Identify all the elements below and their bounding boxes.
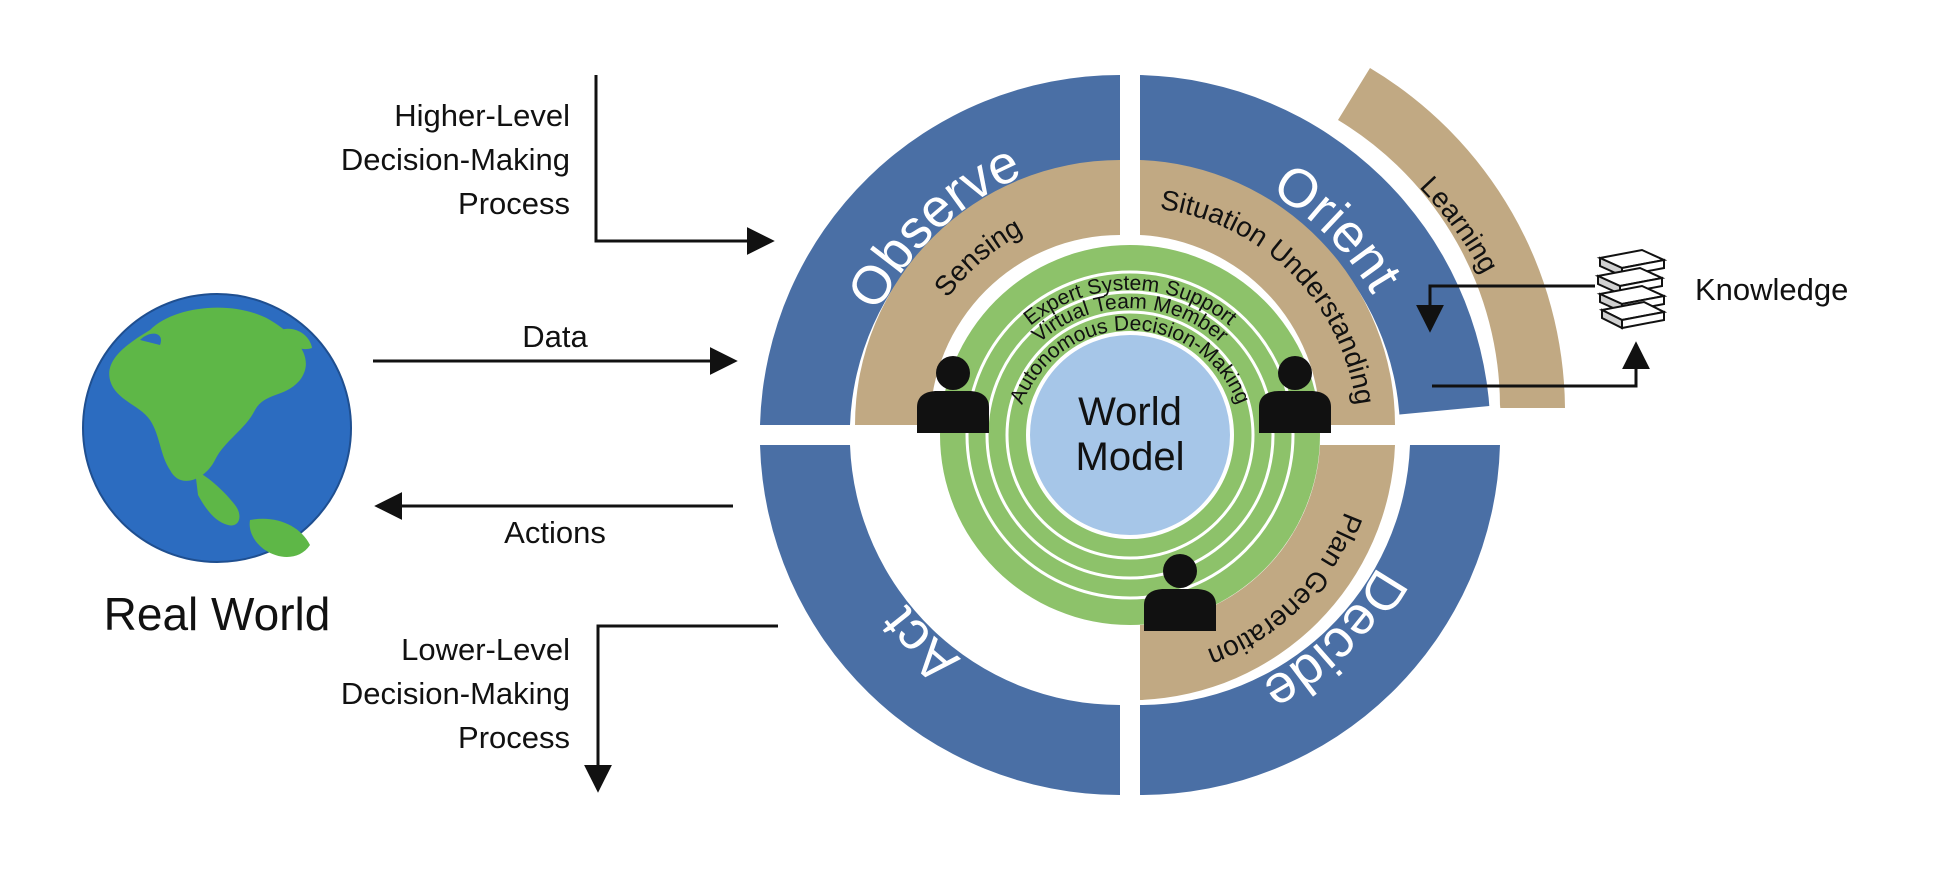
world-model-line-2: Model — [1076, 435, 1185, 479]
data-label: Data — [522, 319, 588, 354]
lower-level-process-label: Lower-Level Decision-Making Process — [341, 632, 570, 755]
lower-level-arrow — [584, 624, 778, 793]
orient-to-knowledge-arrow — [1432, 341, 1650, 388]
tan-ring — [855, 160, 1396, 700]
higher-level-line-3: Process — [458, 186, 570, 221]
knowledge-label: Knowledge — [1695, 272, 1848, 307]
lower-level-line-3: Process — [458, 720, 570, 755]
person-icon — [1259, 356, 1331, 433]
earth-globe-icon — [82, 293, 352, 563]
sensing-segment — [855, 160, 1120, 425]
actions-label: Actions — [504, 515, 606, 550]
blue-ring — [760, 74, 1500, 796]
act-quadrant — [760, 445, 1120, 795]
higher-level-process-label: Higher-Level Decision-Making Process — [341, 98, 570, 221]
person-icon — [917, 356, 989, 433]
lower-level-line-1: Lower-Level — [401, 632, 570, 667]
higher-level-line-1: Higher-Level — [394, 98, 570, 133]
decide-quadrant — [1140, 445, 1500, 796]
situation-segment — [1140, 160, 1396, 425]
orient-quadrant — [1140, 75, 1490, 425]
person-icon — [1144, 554, 1216, 631]
plan-segment — [1140, 445, 1395, 700]
higher-level-arrow — [594, 75, 775, 255]
lower-level-line-2: Decision-Making — [341, 676, 570, 711]
world-model-circle — [1026, 331, 1234, 539]
world-model-line-1: World — [1078, 390, 1182, 434]
learning-band — [1338, 68, 1565, 408]
knowledge-to-orient-arrow — [1416, 284, 1595, 333]
real-world-label: Real World — [104, 588, 331, 640]
higher-level-line-2: Decision-Making — [341, 142, 570, 177]
observe-quadrant — [760, 74, 1120, 425]
books-icon — [1594, 248, 1668, 330]
